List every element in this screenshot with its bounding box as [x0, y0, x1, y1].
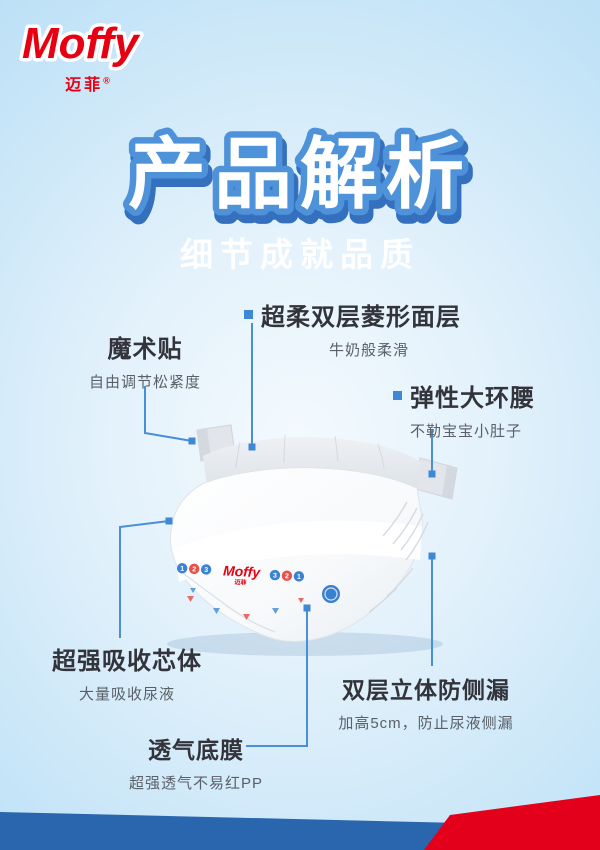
brand-logo-text: Moffy	[22, 19, 141, 68]
diaper-brand-sublabel: 迈菲	[234, 578, 246, 587]
diaper-number-badge: 1	[297, 574, 301, 581]
bullet-square	[244, 310, 253, 319]
brand-logo-cn: 迈菲	[65, 77, 104, 94]
page-title: 产品解析	[128, 130, 472, 218]
bullet-square	[393, 391, 402, 400]
diaper-number-badge: 1	[180, 566, 184, 573]
feature-desc: 牛奶般柔滑	[328, 342, 409, 359]
brand-logo-subtext: 迈菲®	[14, 71, 164, 95]
feature-desc: 超强透气不易红PP	[128, 775, 263, 792]
feature-elastic-waist: 弹性大环腰 不勒宝宝小肚子	[393, 378, 563, 441]
page-subtitle: 细节成就品质	[180, 236, 420, 273]
feature-title: 魔术贴	[107, 336, 183, 363]
feature-title: 透气底膜	[148, 737, 244, 763]
diaper-number-badge: 2	[192, 566, 196, 573]
diaper-waist-highlight	[174, 520, 423, 552]
feature-desc: 不勒宝宝小肚子	[410, 423, 523, 440]
feature-absorb-core: 超强吸收芯体 大量吸收尿液	[28, 641, 226, 704]
page-title-graphic: 产品解析 产品解析	[121, 124, 475, 234]
diaper-right-tab	[415, 457, 458, 500]
diaper-badge	[322, 585, 340, 603]
diaper-back-pleats	[235, 434, 385, 469]
feature-magic-tape: 魔术贴 自由调节松紧度	[60, 329, 230, 392]
footer-red-band	[424, 795, 600, 850]
footer-blue-band	[0, 812, 462, 850]
footer-graphic	[0, 795, 600, 850]
feature-title: 双层立体防侧漏	[342, 677, 510, 703]
diaper-ruffles	[368, 501, 429, 613]
feature-desc: 加高5cm，防止尿液侧漏	[338, 715, 514, 732]
diaper-back-panel	[203, 437, 421, 492]
registered-mark: ®	[103, 75, 113, 86]
feature-title: 弹性大环腰	[410, 385, 535, 412]
diaper-illustration: 1 2 3 Moffy 迈菲 3 2 1	[167, 424, 458, 656]
feature-desc: 自由调节松紧度	[88, 374, 201, 391]
diaper-number-badge: 3	[204, 567, 208, 574]
brand-logo: Moffy 迈菲®	[14, 16, 184, 95]
diaper-number-badge: 2	[285, 573, 289, 580]
feature-breathable-film: 透气底膜 超强透气不易红PP	[110, 731, 282, 793]
diaper-print-row: 1 2 3 Moffy 迈菲 3 2 1	[176, 562, 305, 587]
feature-title: 超强吸收芯体	[52, 648, 202, 675]
feature-leak-guard: 双层立体防侧漏 加高5cm，防止尿液侧漏	[326, 671, 526, 733]
page-title-shadow: 产品解析	[131, 137, 475, 225]
diaper-number-badge: 3	[273, 572, 277, 579]
feature-soft-layer: 超柔双层菱形面层 牛奶般柔滑	[244, 297, 494, 360]
brand-logo-graphic: Moffy	[19, 16, 145, 72]
diaper-front-band	[175, 522, 422, 582]
diaper-brand-label: Moffy	[223, 562, 262, 580]
feature-title: 超柔双层菱形面层	[261, 304, 461, 331]
feature-desc: 大量吸收尿液	[78, 686, 175, 703]
